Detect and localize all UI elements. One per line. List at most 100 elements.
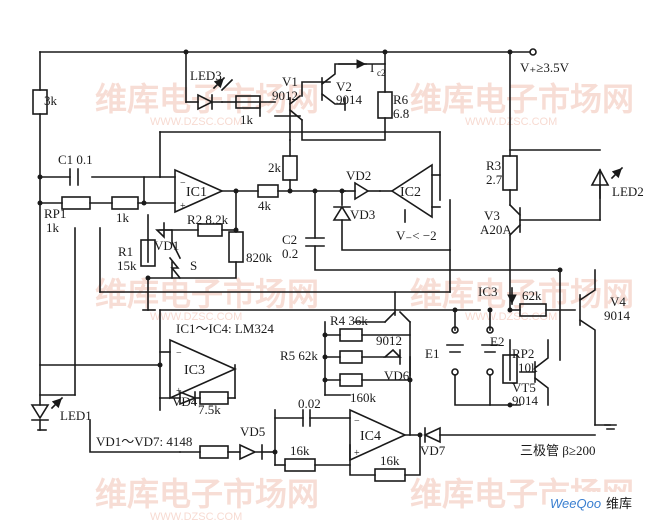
diode-vd5: [239, 443, 263, 461]
resistor-4k: [257, 184, 279, 198]
resistor-unlabeled: [199, 445, 229, 459]
svg-text:+: +: [354, 448, 360, 459]
battery-e1: [446, 344, 464, 353]
label-r-7k5: 7.5k: [198, 402, 221, 417]
svg-text:+: +: [176, 386, 182, 397]
resistor-160k: [339, 373, 363, 387]
wires: [39, 51, 611, 476]
label-led3: LED3: [190, 68, 222, 83]
label-rp2: RP2: [512, 346, 534, 361]
label-r-16k-b: 16k: [380, 453, 400, 468]
label-r-160k: 160k: [350, 390, 377, 405]
label-vt5: VT5: [512, 380, 536, 395]
ic-labels: IC1 IC2 IC3 IC4 − + − + − +: [176, 178, 421, 459]
resistor-1k-mid: [111, 196, 139, 210]
label-ic2-current: I: [370, 60, 374, 75]
resistor-16k-b: [374, 468, 406, 482]
label-r-16k-a: 16k: [290, 443, 310, 458]
label-ic4: IC4: [360, 429, 381, 444]
logo-text: WeeQoo: [550, 496, 601, 511]
label-e1: E1: [425, 346, 439, 361]
label-vplus: V₊≥3.5V: [520, 60, 570, 75]
label-v4-type: 9014: [604, 308, 631, 323]
label-r6: R6: [393, 92, 409, 107]
resistor-r4: [339, 328, 363, 342]
resistor-820k: [228, 231, 244, 263]
resistor-rp2: [502, 354, 518, 384]
label-rp1-val: 1k: [46, 220, 60, 235]
label-vt5-type: 9014: [512, 393, 539, 408]
diodes: [155, 181, 441, 461]
label-vd1: VD1: [154, 238, 179, 253]
battery-e2: [481, 344, 499, 353]
label-ic2: IC2: [400, 185, 421, 200]
label-diodes: VD1～VD7: 4148: [96, 434, 192, 449]
watermark-brand-4: 维库电子市场网: [410, 276, 634, 312]
label-r-1k-top: 1k: [240, 112, 254, 127]
led3: [197, 93, 223, 111]
label-ic1: IC1: [186, 185, 207, 200]
resistor-r1: [140, 239, 156, 267]
label-vd6: VD6: [384, 368, 410, 383]
watermark-url-1: WWW.DZSC.COM: [150, 116, 242, 128]
resistor-r3: [502, 155, 518, 191]
label-r-1k-mid: 1k: [116, 210, 130, 225]
watermark-url-3: WWW.DZSC.COM: [150, 311, 242, 323]
resistor-r6: [377, 91, 393, 119]
label-vd3: VD3: [350, 207, 375, 222]
label-ic2-current-sub: c2: [377, 68, 386, 78]
label-r-3k: 3k: [44, 93, 58, 108]
label-r-820k: 820k: [246, 250, 273, 265]
label-ic3: IC3: [184, 363, 205, 378]
capacitor-c1: [69, 168, 79, 186]
diode-vd1: [155, 222, 172, 239]
label-vminus: V₋< −2: [396, 228, 437, 243]
diode-vd7: [423, 426, 441, 444]
watermark-url-2: WWW.DZSC.COM: [465, 116, 557, 128]
watermark-url-5: WWW.DZSC.COM: [150, 511, 242, 523]
label-r1-val: 15k: [117, 258, 137, 273]
label-v3: V3: [484, 208, 500, 223]
watermark-brand-2: 维库电子市场网: [410, 81, 634, 117]
label-beta-note: 三极管 β≥200: [520, 443, 596, 458]
resistor-r5: [339, 350, 363, 364]
label-vd7: VD7: [420, 443, 446, 458]
op-amps: [169, 163, 433, 462]
label-v1: V1: [282, 74, 298, 89]
watermark-url-4: WWW.DZSC.COM: [465, 311, 557, 323]
batteries: [446, 326, 499, 376]
label-r-4k: 4k: [258, 198, 272, 213]
resistor-7k5: [199, 391, 229, 405]
label-v2-type: 9014: [336, 92, 363, 107]
resistor-rp1: [61, 196, 91, 210]
weeqoo-logo: WeeQoo 维库: [546, 492, 654, 514]
label-r1: R1: [118, 244, 133, 259]
svg-text:−: −: [354, 416, 360, 427]
label-v3-type: A20A: [480, 222, 512, 237]
label-v2: V2: [336, 79, 352, 94]
op-amp-ic4: [349, 408, 407, 462]
capacitor-0-02: [302, 409, 311, 427]
watermark-brand-5: 维库电子市场网: [95, 476, 319, 512]
resistor-16k-a: [284, 458, 316, 472]
label-vd2: VD2: [346, 168, 371, 183]
label-led1: LED1: [60, 408, 92, 423]
label-r4: R4 36k: [330, 313, 368, 328]
label-rp2-val: 10k: [518, 360, 538, 375]
label-led2: LED2: [612, 184, 644, 199]
diode-vd3: [332, 205, 352, 221]
label-r3-val: 2.7: [486, 172, 503, 187]
label-v1-type: 9012: [272, 88, 298, 103]
resistor-3k: [32, 89, 48, 115]
resistor-62k: [519, 303, 547, 317]
label-ic3-node: IC3: [478, 284, 498, 299]
watermark-brand-3: 维库电子市场网: [95, 276, 319, 312]
svg-text:+: +: [180, 201, 186, 212]
label-c1: C1 0.1: [58, 152, 93, 167]
op-amp-ic3: [169, 338, 237, 400]
logo-cn: 维库: [606, 496, 632, 511]
label-r6-val: 6.8: [393, 106, 409, 121]
diode-vd2: [354, 181, 370, 201]
label-e2: E2: [490, 334, 504, 349]
resistor-2k: [282, 155, 298, 181]
